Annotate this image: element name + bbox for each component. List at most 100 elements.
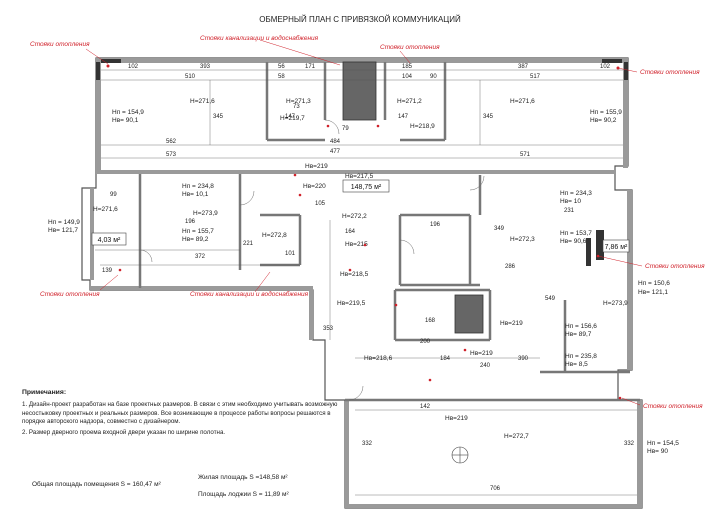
height-label: H=273,9 [603, 300, 628, 307]
window-mark: Hв= 10,1 [182, 191, 209, 198]
dim-label: 168 [425, 318, 436, 324]
dim-label: 56 [278, 64, 285, 70]
height-label: Hв=215 [345, 241, 368, 248]
drain-symbol [451, 446, 469, 464]
window-mark: Hп = 153,7 [560, 230, 592, 237]
area-loggia-left: 4,03 м² [98, 237, 121, 244]
dim-label: 349 [494, 226, 505, 232]
riser-label: Стояки канализации и водоснабжения [190, 290, 309, 298]
window-mark: Hп = 154,9 [112, 109, 144, 116]
dim-label: 79 [342, 126, 349, 132]
riser-label: Стояки отопления [30, 41, 90, 48]
dim-label: 549 [545, 296, 556, 302]
notes-heading: Примечания: [22, 389, 67, 396]
window-mark: Hп = 155,9 [590, 109, 622, 116]
riser-label: Стояки отопления [643, 403, 703, 410]
window-mark: Hв= 89,2 [182, 236, 209, 243]
window-mark: Hв= 121,1 [638, 289, 668, 296]
loggia-area: Площадь лоджии S = 11,89 м² [198, 491, 289, 498]
riser-label: Стояки канализации и водоснабжения [200, 34, 319, 42]
dim-label: 147 [398, 114, 409, 120]
note-2: 2. Размер дверного проема входной двери … [22, 429, 226, 437]
area-main: 148,75 м² [351, 184, 382, 191]
window-mark: Hп = 156,6 [565, 323, 597, 330]
dim-label: 185 [402, 64, 413, 70]
dimension-lines [95, 69, 637, 496]
height-label: H=272,3 [510, 236, 535, 243]
height-label: H=218,9 [410, 123, 435, 130]
living-area: Жилая площадь S =148,58 м² [198, 474, 288, 481]
dim-label: 102 [600, 64, 611, 70]
dim-label: 164 [345, 229, 356, 235]
window-mark: Hв= 90,1 [112, 117, 139, 124]
window-mark: Hв= 121,7 [48, 227, 78, 234]
height-label: H=219,7 [280, 115, 305, 122]
dim-label: 240 [480, 363, 491, 369]
window-mark: Hв= 90,6 [560, 238, 587, 245]
dim-label: 104 [402, 74, 413, 80]
riser-labels: Стояки отопления Стояки канализации и во… [30, 34, 705, 410]
dim-label: 332 [362, 441, 373, 447]
plan-title: ОБМЕРНЫЙ ПЛАН С ПРИВЯЗКОЙ КОММУНИКАЦИЙ [259, 15, 461, 24]
total-area: Общая площадь помещения S = 160,47 м² [32, 481, 161, 488]
height-label: H=271,2 [397, 98, 422, 105]
riser-label: Стояки отопления [380, 44, 440, 51]
dimension-labels: 102 393 56 171 185 387 102 510 58 104 51… [102, 64, 635, 492]
window-marks: Hп = 154,9 Hв= 90,1 Hп = 155,9 Hв= 90,2 … [48, 109, 679, 455]
height-label: Hв=219 [305, 163, 328, 170]
dim-label: 286 [505, 264, 516, 270]
height-label: Hв=219 [470, 350, 493, 357]
riser-markers [106, 64, 622, 400]
wall-fill [90, 58, 642, 508]
dim-label: 99 [110, 192, 117, 198]
height-label: H=271,6 [510, 98, 535, 105]
dim-label: 196 [430, 222, 441, 228]
height-label: H=271,3 [286, 98, 311, 105]
dim-label: 345 [483, 114, 494, 120]
window-mark: Hп = 150,6 [638, 280, 670, 287]
interior-walls [138, 62, 640, 402]
window-mark: Hп = 154,5 [647, 440, 679, 447]
height-label: Hв=219,5 [337, 300, 366, 307]
dim-label: 390 [518, 356, 529, 362]
dim-label: 573 [166, 152, 177, 158]
dim-label: 387 [518, 64, 529, 70]
height-label: H=272,2 [342, 213, 367, 220]
dim-label: 372 [195, 254, 206, 260]
dim-label: 477 [330, 149, 341, 155]
height-marks: H=271,6 H=271,3 H=271,2 H=271,6 H=219,7 … [93, 98, 628, 440]
dim-label: 221 [243, 241, 254, 247]
windows [96, 59, 628, 266]
height-label: Hв=218,6 [364, 355, 393, 362]
dim-label: 147 [285, 114, 296, 120]
window-mark: Hв= 90,2 [590, 117, 617, 124]
window-mark: Hп = 235,8 [565, 353, 597, 360]
dim-label: 332 [624, 441, 635, 447]
dim-label: 393 [200, 64, 211, 70]
area-labels: 148,75 м² 4,03 м² 7,86 м² [91, 179, 630, 253]
note-1: 1. Дизайн-проект разработан на базе прое… [22, 401, 338, 425]
dim-label: 517 [530, 74, 541, 80]
height-label: H=271,6 [190, 98, 215, 105]
dim-label: 484 [330, 139, 341, 145]
height-label: H=272,7 [504, 433, 529, 440]
height-label: Hв=217,5 [345, 173, 374, 180]
dim-label: 139 [102, 268, 113, 274]
riser-label: Стояки отопления [645, 263, 705, 270]
dim-label: 200 [420, 339, 431, 345]
dim-label: 90 [430, 74, 437, 80]
dim-label: 102 [128, 64, 139, 70]
dim-label: 58 [278, 74, 285, 80]
height-label: Hв=218,5 [340, 271, 369, 278]
window-mark: Hп = 155,7 [182, 228, 214, 235]
window-mark: Hв= 10 [560, 198, 581, 205]
dim-label: 196 [185, 219, 196, 225]
height-label: H=272,8 [262, 232, 287, 239]
height-label: Hв=219 [500, 320, 523, 327]
window-mark: Hп = 234,8 [182, 183, 214, 190]
dim-label: 142 [420, 404, 431, 410]
window-mark: Hв= 89,7 [565, 331, 592, 338]
riser-label: Стояки отопления [640, 69, 700, 76]
riser-leaders [85, 39, 643, 406]
